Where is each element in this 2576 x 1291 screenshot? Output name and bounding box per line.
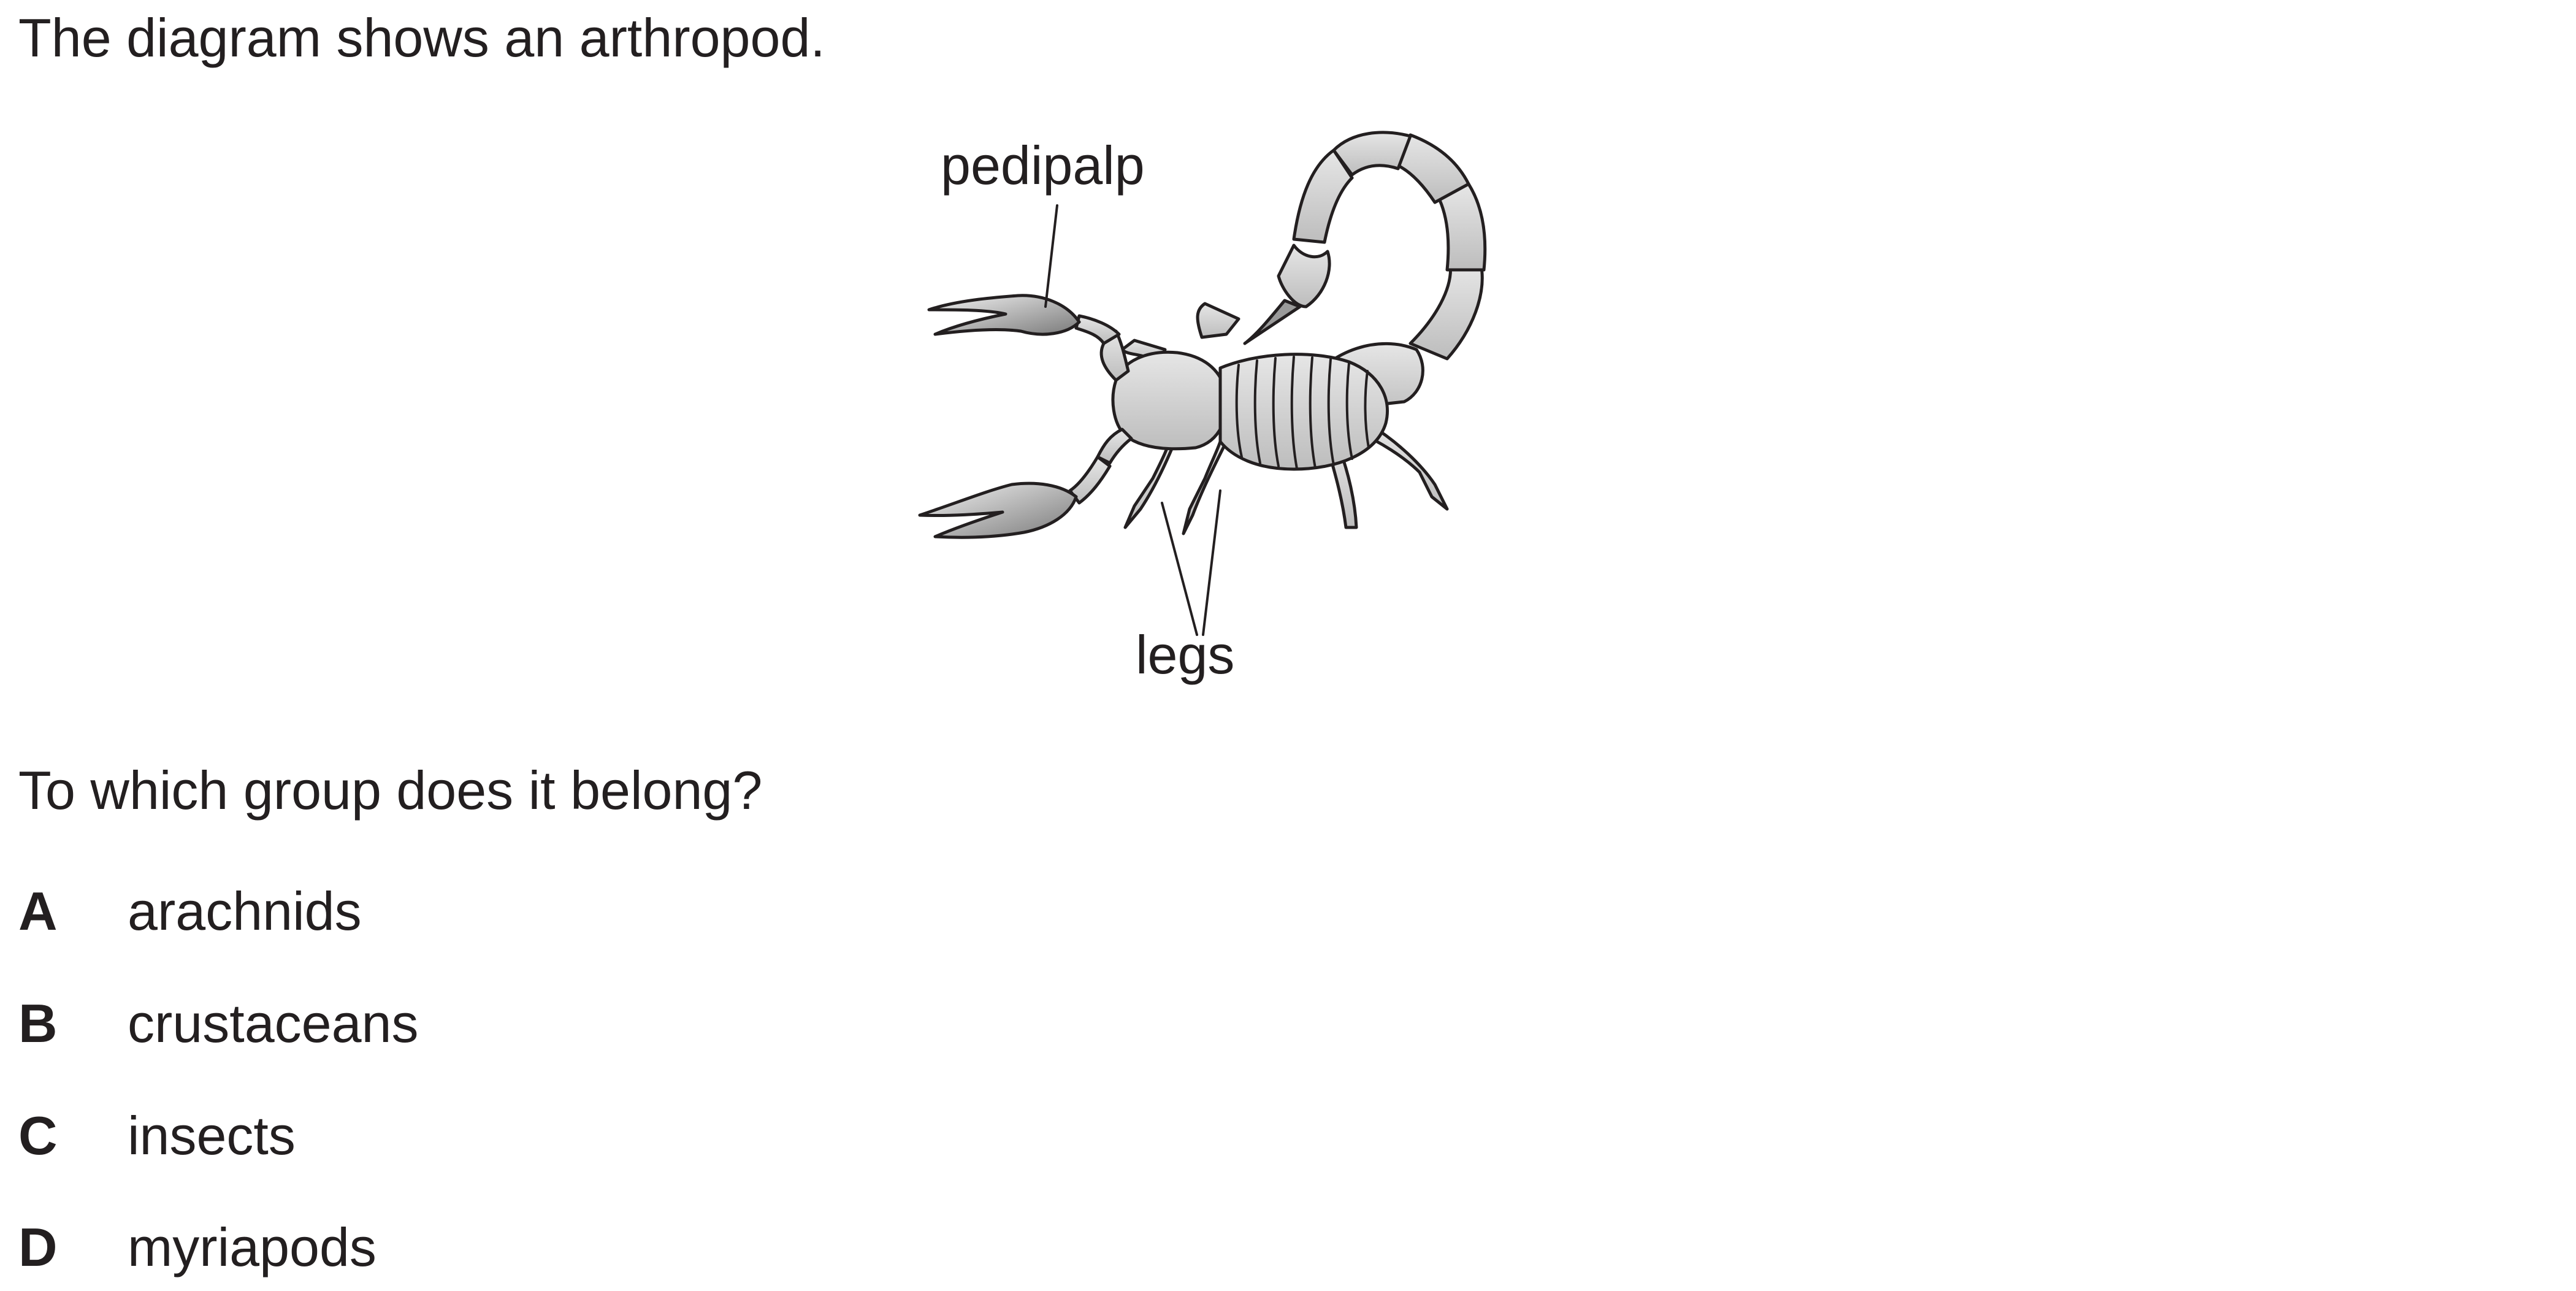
legs-leader-line	[1161, 502, 1198, 636]
option-text: insects	[128, 1105, 296, 1166]
option-letter: A	[18, 881, 58, 941]
tail-segment	[1277, 243, 1331, 308]
option-text: crustaceans	[128, 993, 419, 1054]
question-intro: The diagram shows an arthropod.	[18, 7, 825, 68]
leg	[1182, 440, 1228, 535]
scorpion-diagram	[883, 129, 1521, 693]
upper-claw	[927, 294, 1081, 336]
pedipalp-arm	[1096, 427, 1133, 465]
lower-claw	[918, 481, 1078, 539]
option-letter: D	[18, 1217, 58, 1278]
legs-label: legs	[1136, 624, 1235, 685]
pedipalp-arm	[1068, 455, 1112, 505]
leg	[1196, 302, 1240, 339]
option-text: arachnids	[128, 881, 362, 941]
option-text: myriapods	[128, 1217, 376, 1278]
pedipalp-leader-line	[1044, 204, 1058, 308]
option-letter: C	[18, 1105, 58, 1166]
stinger	[1243, 299, 1302, 345]
tail-segment	[1408, 262, 1484, 361]
tail-segment	[1292, 148, 1354, 244]
option-letter: B	[18, 993, 58, 1054]
pedipalp-label: pedipalp	[941, 135, 1145, 196]
carapace	[1111, 350, 1229, 451]
question-prompt: To which group does it belong?	[18, 760, 763, 821]
abdomen	[1218, 353, 1389, 471]
pedipalp-arm	[1074, 314, 1121, 345]
legs-leader-line	[1202, 489, 1221, 636]
